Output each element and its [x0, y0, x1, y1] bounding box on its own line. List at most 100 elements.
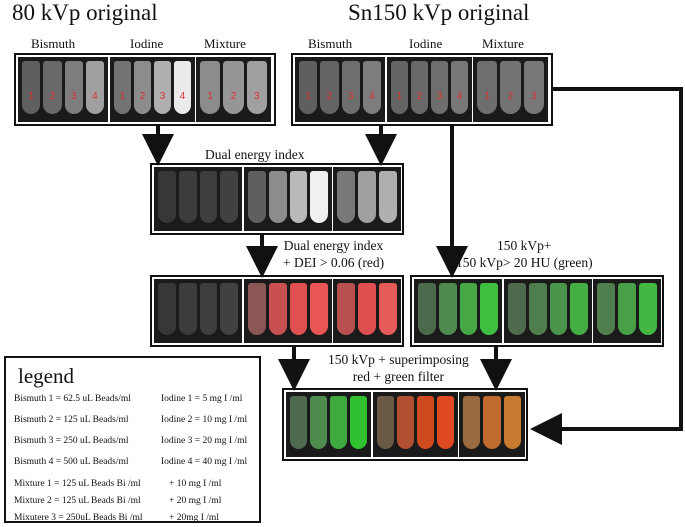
phantom-tube: 4	[174, 61, 191, 114]
phantom-tube	[377, 396, 394, 449]
legend-mixture-3-iodine: + 20mg I /ml	[169, 513, 219, 523]
phantom-tube	[508, 283, 526, 335]
phantom-tube: 3	[246, 61, 267, 114]
legend-iodine-1: Iodine 1 = 5 mg I /ml	[161, 394, 243, 404]
legend-bismuth-1: Bismuth 1 = 62.5 uL Beads/ml	[14, 394, 131, 404]
panel-superimposed-filter	[282, 388, 528, 461]
phantom-tube	[418, 283, 436, 335]
phantom-tube	[463, 396, 481, 449]
tube-number: 3	[531, 91, 537, 102]
phantom-tube: 2	[411, 61, 428, 114]
image-panel	[332, 167, 401, 231]
tube-number: 1	[119, 91, 126, 102]
panel-dei-red-filter	[150, 275, 404, 347]
tube-number: 4	[369, 91, 375, 102]
image-panel	[243, 167, 332, 231]
phantom-tube	[289, 171, 308, 223]
tube-number: 2	[49, 91, 56, 102]
phantom-tube	[330, 396, 347, 449]
panel-dual-energy-index	[150, 163, 404, 235]
phantom-tube	[528, 283, 547, 335]
tube-number: 1	[207, 91, 213, 102]
legend-title: legend	[18, 364, 74, 388]
image-panel	[372, 392, 458, 457]
phantom-tube	[268, 171, 287, 223]
label-iodine-150: Iodine	[409, 36, 443, 51]
image-panel	[243, 279, 332, 343]
phantom-tube	[358, 171, 376, 223]
phantom-tube	[337, 171, 355, 223]
phantom-tube: 3	[523, 61, 544, 114]
label-mixture-150: Mixture	[482, 36, 524, 51]
phantom-tube	[639, 283, 657, 335]
heading-sn150kvp: Sn150 kVp original	[348, 0, 530, 25]
caption-superimposing-line2: red + green filter	[352, 369, 444, 384]
phantom-tube	[350, 396, 367, 449]
phantom-tube: 2	[43, 61, 62, 114]
phantom-tube	[268, 283, 287, 335]
image-panel	[332, 279, 401, 343]
phantom-tube	[379, 171, 397, 223]
phantom-tube	[310, 171, 328, 223]
phantom-tube	[397, 396, 414, 449]
phantom-tube	[459, 283, 478, 335]
legend-iodine-4: Iodine 4 = 40 mg I /ml	[161, 457, 248, 467]
phantom-tube: 1	[200, 61, 221, 114]
tube-number: 1	[396, 91, 403, 102]
caption-dei-red-line1: Dual energy index	[283, 238, 384, 253]
phantom-tube	[220, 171, 238, 223]
phantom-tube	[483, 396, 501, 449]
legend-box: legend Bismuth 1 = 62.5 uL Beads/ml Bism…	[4, 356, 261, 523]
label-bismuth-80: Bismuth	[31, 36, 76, 51]
phantom-tube: 2	[134, 61, 151, 114]
phantom-tube	[248, 171, 266, 223]
tube-number: 1	[28, 91, 34, 102]
arrow-150-to-combo	[530, 87, 683, 445]
phantom-tube	[438, 283, 457, 335]
phantom-tube	[158, 283, 176, 335]
phantom-tube: 3	[341, 61, 360, 114]
label-bismuth-150: Bismuth	[308, 36, 353, 51]
phantom-tube	[310, 396, 327, 449]
tube-number: 3	[436, 91, 443, 102]
phantom-tube	[379, 283, 397, 335]
label-mixture-80: Mixture	[204, 36, 246, 51]
phantom-tube	[158, 171, 176, 223]
heading-80kvp: 80 kVp original	[12, 0, 158, 25]
phantom-tube: 4	[362, 61, 381, 114]
phantom-tube	[437, 396, 454, 449]
legend-mixture-1: Mixture 1 = 125 uL Beads Bi /ml	[14, 479, 141, 489]
phantom-tube	[248, 283, 266, 335]
label-iodine-80: Iodine	[130, 36, 164, 51]
image-panel	[458, 392, 525, 457]
image-panel	[154, 279, 242, 343]
legend-bismuth-4: Bismuth 4 = 500 uL Beads/ml	[14, 457, 129, 467]
legend-mixture-3: Mixutere 3 = 250uL Beads Bi /ml	[14, 513, 143, 523]
legend-bismuth-2: Bismuth 2 = 125 uL Beads/ml	[14, 415, 129, 425]
legend-iodine-3: Iodine 3 = 20 mg I /ml	[161, 436, 248, 446]
phantom-tube: 4	[451, 61, 468, 114]
phantom-tube	[570, 283, 588, 335]
phantom-tube: 3	[431, 61, 448, 114]
tube-number: 3	[254, 91, 260, 102]
phantom-tube: 3	[154, 61, 171, 114]
phantom-tube	[358, 283, 376, 335]
tube-number: 2	[139, 91, 146, 102]
caption-superimposing-line1: 150 kVp + superimposing	[328, 352, 469, 367]
tube-number: 3	[347, 91, 354, 102]
phantom-tube	[289, 283, 308, 335]
legend-bismuth-3: Bismuth 3 = 250 uL Beads/ml	[14, 436, 129, 446]
phantom-tube: 1	[22, 61, 41, 114]
phantom-tube: 2	[223, 61, 244, 114]
phantom-tube: 3	[64, 61, 83, 114]
phantom-tube	[337, 283, 355, 335]
phantom-tube: 1	[114, 61, 131, 114]
caption-dei-red-line2: + DEI > 0.06 (red)	[283, 255, 385, 270]
tube-number: 3	[70, 91, 77, 102]
panel-150-green-filter	[410, 275, 664, 347]
